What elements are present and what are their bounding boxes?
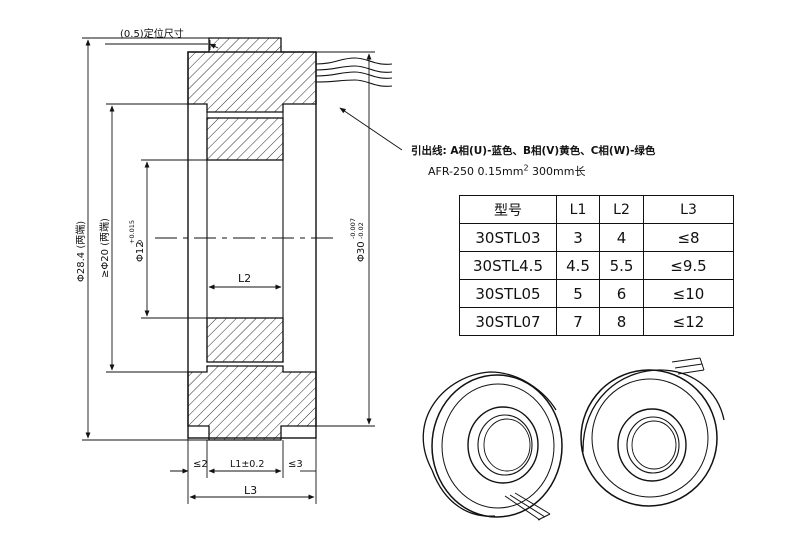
cell-model: 30STL03 <box>459 223 557 252</box>
cell-model: 30STL4.5 <box>459 251 557 280</box>
svg-text:-0.02: -0.02 <box>357 222 365 239</box>
dim-L3-label: L3 <box>244 484 257 497</box>
spec-table: 型号 L1 L2 L3 30STL03 3 4 ≤8 30STL4.5 4.5 … <box>459 195 734 336</box>
svg-text:Φ12: Φ12 <box>135 241 146 262</box>
cell-L2: 4 <box>599 223 644 252</box>
dim-L2-label: L2 <box>238 272 251 285</box>
dimension-lines <box>85 39 403 500</box>
cell-L1: 5 <box>556 279 600 308</box>
dim-right-label: ≤3 <box>288 459 303 470</box>
header-L1: L1 <box>556 195 600 224</box>
cell-L1: 4.5 <box>556 251 600 280</box>
cell-L2: 5.5 <box>599 251 644 280</box>
cell-L1: 7 <box>556 307 600 336</box>
table-row: 30STL4.5 4.5 5.5 ≤9.5 <box>459 251 734 280</box>
extension-lines <box>82 37 375 504</box>
svg-text:0: 0 <box>136 240 144 244</box>
inner-diameter-label: ≥Φ20 (两端) <box>98 218 111 278</box>
table-row: 30STL03 3 4 ≤8 <box>459 223 734 252</box>
cell-L3: ≤10 <box>643 279 734 308</box>
cell-model: 30STL07 <box>459 307 557 336</box>
top-hatched-region <box>187 37 317 113</box>
cell-L2: 8 <box>599 307 644 336</box>
top-note-label: (0.5)定位尺寸 <box>120 27 184 40</box>
cell-model: 30STL05 <box>459 279 557 308</box>
lower-stator-hatch <box>206 317 284 363</box>
table-row: 30STL05 5 6 ≤10 <box>459 279 734 308</box>
header-model: 型号 <box>459 195 557 224</box>
bottom-hatched-region <box>187 365 317 441</box>
cell-L3: ≤9.5 <box>643 251 734 280</box>
header-L3: L3 <box>643 195 734 224</box>
lead-wire-note: 引出线: A相(U)-蓝色、B相(V)黄色、C相(W)-绿色 <box>411 145 656 157</box>
cell-L3: ≤8 <box>643 223 734 252</box>
cell-L1: 3 <box>556 223 600 252</box>
body-diameter-label: Φ30 -0.007 -0.02 <box>349 218 367 262</box>
lead-wires <box>315 57 393 87</box>
dim-left-label: ≤2 <box>193 459 208 470</box>
cell-L3: ≤12 <box>643 307 734 336</box>
lead-wire-spec: AFR-250 0.15mm2 300mm长 <box>428 163 586 178</box>
svg-text:-0.007: -0.007 <box>349 218 357 239</box>
svg-text:Φ30: Φ30 <box>356 241 367 262</box>
outer-diameter-label: Φ28.4 (两端) <box>74 221 87 282</box>
bore-diameter-label: Φ12 +0.015 0 <box>128 220 146 262</box>
table-row: 30STL07 7 8 ≤12 <box>459 307 734 336</box>
header-L2: L2 <box>599 195 644 224</box>
dim-L1-label: L1±0.2 <box>230 459 264 470</box>
ring-illustration-left <box>422 371 563 521</box>
cell-L2: 6 <box>599 279 644 308</box>
table-header-row: 型号 L1 L2 L3 <box>459 195 734 224</box>
ring-illustration-right <box>580 357 725 507</box>
svg-text:+0.015: +0.015 <box>128 220 136 244</box>
upper-stator-hatch <box>206 117 284 161</box>
